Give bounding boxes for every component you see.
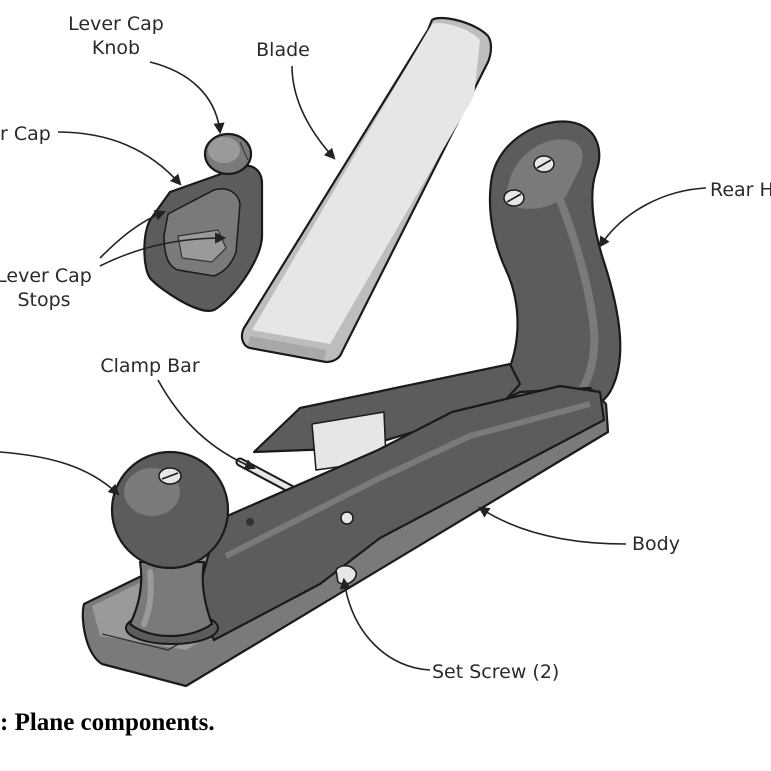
label-rear-handle: Rear H	[710, 179, 771, 201]
lever-cap-knob-part	[203, 132, 253, 176]
rear-handle-part	[488, 120, 622, 423]
body-part	[81, 362, 610, 688]
label-lever-cap: r Cap	[0, 123, 51, 145]
label-blade: Blade	[256, 39, 310, 61]
label-lever-cap-knob-line1: Lever Cap	[68, 13, 164, 35]
label-lever-cap-stops-line2: Stops	[17, 289, 70, 311]
label-body: Body	[632, 533, 680, 555]
label-lever-cap-knob-line2: Knob	[92, 37, 140, 59]
figure-caption: : Plane components.	[0, 709, 215, 736]
blade-part	[240, 16, 493, 364]
front-knob-part	[110, 450, 230, 645]
label-set-screw: Set Screw (2)	[432, 661, 559, 683]
leader-lines	[0, 61, 707, 671]
label-lever-cap-stops-line1: Lever Cap	[0, 265, 92, 287]
label-clamp-bar: Clamp Bar	[100, 355, 199, 377]
